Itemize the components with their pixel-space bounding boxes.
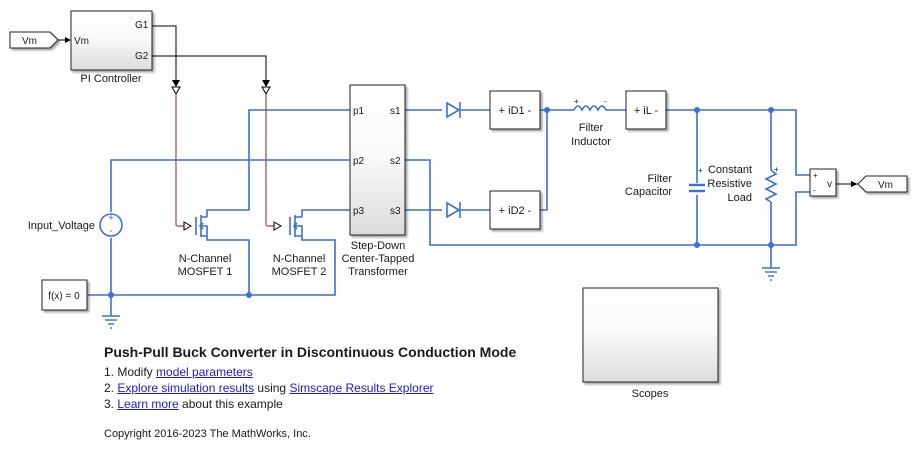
wire-mosfet1-source [206,236,250,295]
mosfet2-label-line2: MOSFET 2 [272,266,327,278]
step-3: 3. Learn more about this example [104,397,283,411]
results-explorer-link[interactable]: Simscape Results Explorer [289,381,434,395]
learn-more-link[interactable]: Learn more [117,397,179,411]
il-label: + iL - [634,105,659,117]
pi-out-g2-label: G2 [135,51,149,62]
svg-text:-: - [109,226,112,237]
svg-text:+: + [574,97,579,106]
mosfet1-block[interactable] [195,215,208,237]
g2-signal-line [152,55,267,82]
junction-dot [694,107,700,113]
transformer-label-line2: Center-Tapped [342,253,415,265]
model-notes: Push-Pull Buck Converter in Discontinuou… [104,344,516,412]
scopes-label: Scopes [632,388,669,400]
id1-label: + iD1 - [499,105,532,117]
voltage-sensor-block[interactable]: + - v [809,168,837,197]
ground-icon [762,267,780,281]
pi-in-port-label: Vm [74,36,89,47]
wire-mosfet2-source [111,236,336,296]
vm-goto-tag[interactable]: Vm [857,175,908,193]
step-2: 2. Explore simulation results using Sims… [104,381,434,395]
gate2-line [265,94,274,227]
port-p2-label: p2 [353,156,365,167]
load-label-line3: Load [728,192,752,204]
arrow-icon [172,80,180,87]
mosfet1-label-line2: MOSFET 1 [178,266,233,278]
gate-port-icon [183,221,193,231]
arrow-icon [851,181,858,187]
pi-controller-label: PI Controller [80,73,141,85]
svg-text:+: + [108,213,114,224]
load-label-line2: Resistive [707,178,752,190]
capacitor-icon[interactable] [688,183,706,195]
port-s2-label: s2 [390,156,401,167]
explore-results-link[interactable]: Explore simulation results [117,381,255,395]
transformer-label-line3: Transformer [348,266,408,278]
port-s3-label: s3 [390,206,401,217]
pi-controller-block[interactable]: Vm G1 G2 [70,10,153,71]
vm-from-tag[interactable]: Vm [9,31,59,49]
vm-goto-label: Vm [878,180,893,191]
diode2-icon[interactable] [446,201,461,219]
ground-icon [102,315,120,329]
junction-dot [768,107,774,113]
capacitor-label-line1: Filter [648,173,673,185]
input-voltage-label: Input_Voltage [28,220,95,232]
gate1-line [175,94,184,227]
arrow-icon [262,80,270,87]
load-label-line1: Constant [708,164,752,176]
vsensor-out-label: v [827,179,832,190]
scopes-subsystem[interactable] [582,287,719,383]
input-voltage-source[interactable]: + - [99,213,123,237]
inductor-label-line2: Inductor [571,136,611,148]
solver-config-block[interactable]: f(x) = 0 [41,279,88,311]
pi-out-g1-label: G1 [135,20,149,31]
port-p1-label: p1 [353,106,365,117]
id2-label: + iD2 - [499,205,532,217]
vsensor-plus-label: + [813,171,818,180]
vm-from-label: Vm [22,36,37,47]
wire-id2-join [540,110,548,211]
svg-text:+: + [774,165,779,174]
ps-converter-icon [261,86,271,96]
wire-p3-mosfet2 [301,209,350,217]
vsensor-minus-label: - [813,186,816,195]
inductor-label-line1: Filter [579,122,604,134]
junction-dot [246,292,252,298]
id2-current-sensor[interactable]: + iD2 - [489,190,541,230]
transformer-label-line1: Step-Down [351,240,405,252]
step-1: 1. Modify model parameters [104,365,253,379]
junction-dot [544,107,550,113]
wire-p1-mosfet1 [206,109,350,217]
mosfet2-block[interactable] [289,215,303,237]
model-parameters-link[interactable]: model parameters [156,365,253,379]
port-s1-label: s1 [390,106,401,117]
model-title: Push-Pull Buck Converter in Discontinuou… [104,344,517,360]
svg-text:+: + [698,166,703,175]
inductor-icon[interactable] [573,105,608,112]
transformer-block[interactable]: p1 p2 p3 s1 s2 s3 [349,84,406,236]
capacitor-label-line2: Capacitor [625,186,672,198]
g1-signal-line [152,25,177,82]
diode1-icon[interactable] [446,101,461,119]
junction-dot [108,292,114,298]
ps-converter-icon [171,86,181,96]
solver-label: f(x) = 0 [48,291,80,302]
id1-current-sensor[interactable]: + iD1 - [489,90,541,130]
junction-dot [694,242,700,248]
wire-s2-return [405,159,810,246]
wire-output-positive [666,109,810,176]
wire-vin-p2 [110,159,350,212]
resistor-icon[interactable] [764,169,778,203]
svg-text:-: - [604,97,607,106]
il-current-sensor[interactable]: + iL - [625,90,667,130]
port-p3-label: p3 [353,206,365,217]
mosfet1-label-line1: N-Channel [179,253,232,265]
gate-port-icon [273,221,283,231]
mosfet2-label-line1: N-Channel [273,253,326,265]
copyright-text: Copyright 2016-2023 The MathWorks, Inc. [104,428,311,440]
arrow-icon [65,37,71,43]
junction-dot [768,242,774,248]
